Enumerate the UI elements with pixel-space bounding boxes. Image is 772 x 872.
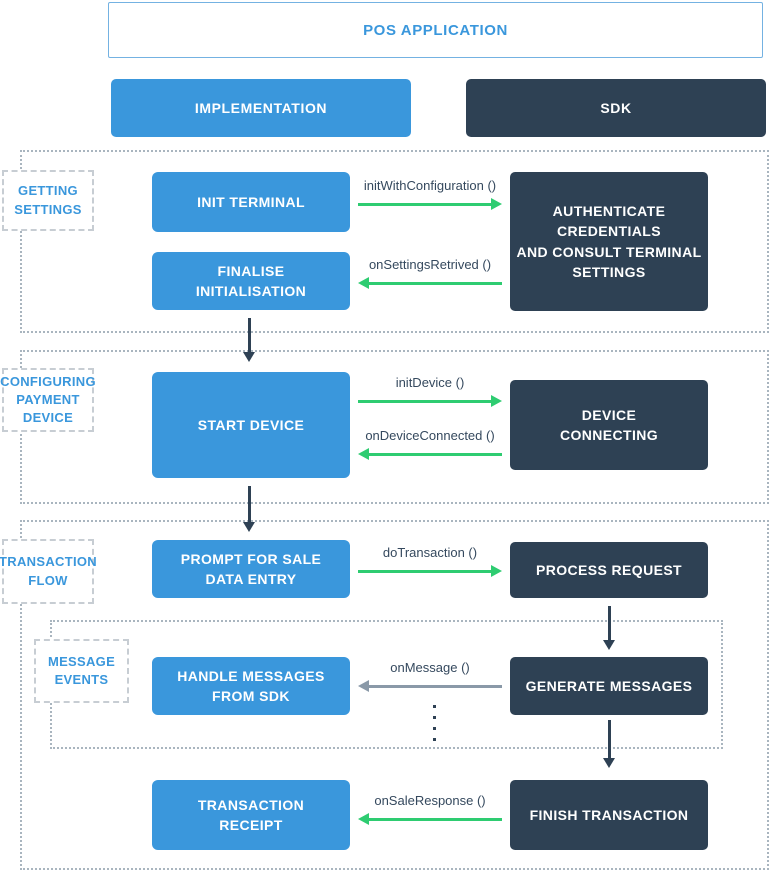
box-start-device: START DEVICE xyxy=(152,372,350,478)
arrow-right xyxy=(358,395,502,408)
arrowhead-left-icon xyxy=(358,448,369,460)
implementation-label: IMPLEMENTATION xyxy=(194,100,328,116)
flow-arrow-process-to-generate xyxy=(603,606,616,650)
flow-arrow-generate-to-finish xyxy=(603,720,616,768)
arrowhead-right-icon xyxy=(491,198,502,210)
section-label-transaction-flow: TRANSACTION FLOW xyxy=(0,539,97,604)
arrow-right xyxy=(358,565,502,578)
arrowhead-left-icon xyxy=(358,277,369,289)
flow-arrow-start-device-to-prompt xyxy=(243,486,256,532)
flow-arrow-finalise-to-start-device xyxy=(243,318,256,362)
call-label: onSettingsRetrived () xyxy=(368,257,492,272)
dot xyxy=(433,705,436,708)
arrow-line xyxy=(248,318,251,352)
box-process-request: PROCESS REQUEST xyxy=(510,542,708,598)
arrow-left xyxy=(358,277,502,290)
arrowhead-down-icon xyxy=(243,352,255,362)
arrow-line xyxy=(358,400,493,403)
section-transaction-flow xyxy=(20,520,769,870)
arrowhead-down-icon xyxy=(603,758,615,768)
box-handle-messages-from-sdk: HANDLE MESSAGES FROM SDK xyxy=(152,657,350,715)
arrow-left xyxy=(358,813,502,826)
arrowhead-right-icon xyxy=(491,565,502,577)
box-transaction-receipt: TRANSACTION RECEIPT xyxy=(152,780,350,850)
arrow-right xyxy=(358,198,502,211)
arrow-left xyxy=(358,448,502,461)
call-label: onSaleResponse () xyxy=(374,793,486,808)
box-init-terminal: INIT TERMINAL xyxy=(152,172,350,232)
call-on-sale-response: onSaleResponse () xyxy=(358,792,502,826)
arrow-line xyxy=(358,203,493,206)
call-label: onMessage () xyxy=(390,660,470,675)
section-label-message-events: MESSAGE EVENTS xyxy=(34,639,129,703)
box-finish-transaction: FINISH TRANSACTION xyxy=(510,780,708,850)
box-generate-messages: GENERATE MESSAGES xyxy=(510,657,708,715)
call-on-settings-retrived: onSettingsRetrived () xyxy=(358,256,502,290)
call-label: initWithConfiguration () xyxy=(363,178,497,193)
arrow-line xyxy=(358,570,493,573)
box-finalise-initialisation: FINALISE INITIALISATION xyxy=(152,252,350,310)
implementation-column-header: IMPLEMENTATION xyxy=(111,79,411,137)
dot xyxy=(433,738,436,741)
section-getting-settings xyxy=(20,150,769,333)
call-label: initDevice () xyxy=(395,375,465,390)
dot xyxy=(433,716,436,719)
pos-application-box: POS APPLICATION xyxy=(108,2,763,58)
box-prompt-for-sale-data-entry: PROMPT FOR SALE DATA ENTRY xyxy=(152,540,350,598)
arrowhead-down-icon xyxy=(243,522,255,532)
section-label-getting-settings: GETTING SETTINGS xyxy=(2,170,94,231)
call-on-device-connected: onDeviceConnected () xyxy=(358,427,502,461)
arrow-line xyxy=(367,685,502,688)
arrowhead-down-icon xyxy=(603,640,615,650)
arrow-line xyxy=(367,818,502,821)
call-do-transaction: doTransaction () xyxy=(358,544,502,578)
section-label-configuring-payment-device: CONFIGURING PAYMENT DEVICE xyxy=(0,368,96,432)
box-device-connecting: DEVICE CONNECTING xyxy=(510,380,708,470)
arrow-line xyxy=(608,606,611,640)
message-repeat-ellipsis xyxy=(433,705,436,741)
arrow-line xyxy=(367,282,502,285)
arrow-line xyxy=(248,486,251,522)
arrow-line xyxy=(367,453,502,456)
arrowhead-right-icon xyxy=(491,395,502,407)
call-label: doTransaction () xyxy=(382,545,478,560)
call-label: onDeviceConnected () xyxy=(365,428,495,443)
arrow-line xyxy=(608,720,611,758)
call-init-with-configuration: initWithConfiguration () xyxy=(358,177,502,211)
arrowhead-left-icon xyxy=(358,680,369,692)
arrowhead-left-icon xyxy=(358,813,369,825)
pos-application-title: POS APPLICATION xyxy=(363,21,508,39)
sdk-label: SDK xyxy=(600,100,632,116)
box-authenticate-credentials: AUTHENTICATE CREDENTIALS AND CONSULT TER… xyxy=(510,172,708,311)
call-init-device: initDevice () xyxy=(358,374,502,408)
dot xyxy=(433,727,436,730)
arrow-left-gray xyxy=(358,680,502,693)
sdk-column-header: SDK xyxy=(466,79,766,137)
call-on-message: onMessage () xyxy=(358,659,502,693)
